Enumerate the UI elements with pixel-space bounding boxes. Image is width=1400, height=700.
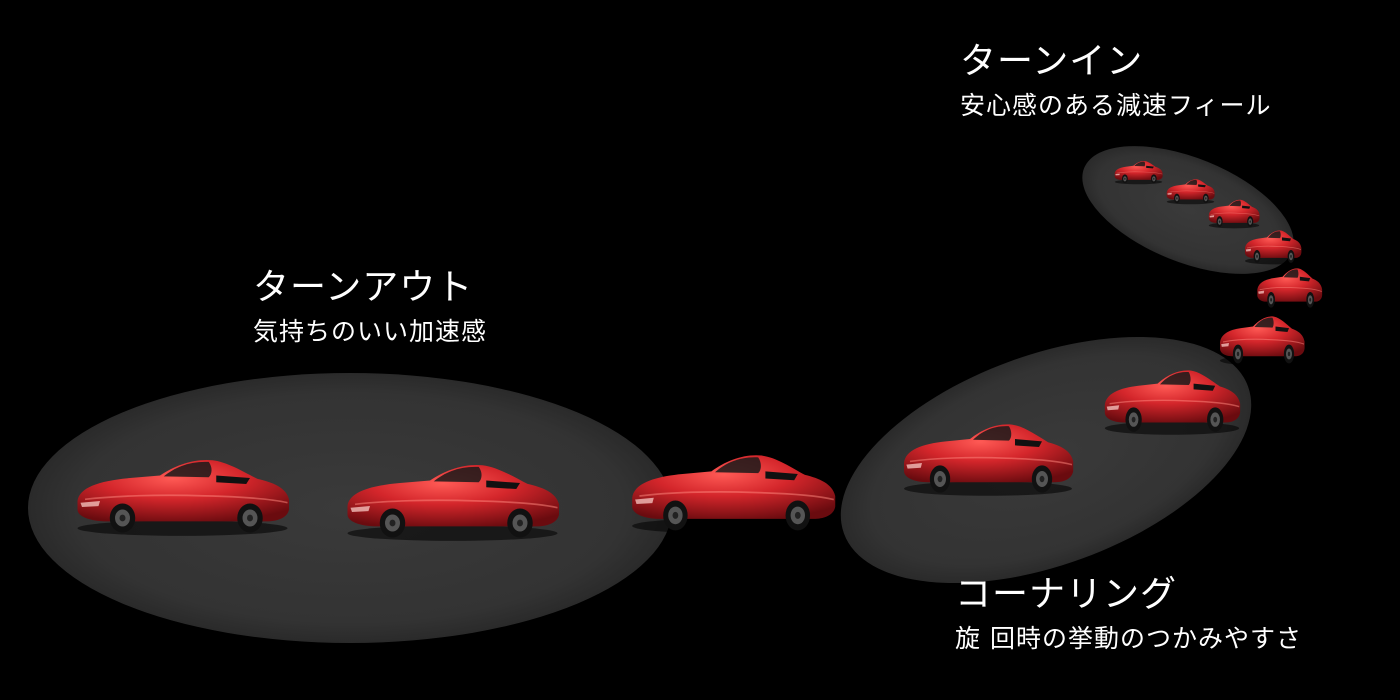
turn-in-subtitle: 安心感のある減速フィール (960, 90, 1272, 120)
car-turn-in-1 (1219, 315, 1306, 367)
turn-in-label: ターンイン 安心感のある減速フィール (960, 42, 1272, 123)
spotlight-turn-in (1082, 146, 1294, 274)
car-center (631, 454, 837, 535)
cornering-title: コーナリング (955, 574, 1178, 615)
cornering-label: コーナリング 旋 回時の挙動のつかみやすさ (955, 575, 1302, 656)
turn-out-subtitle: 気持ちのいい加速感 (253, 316, 488, 346)
turn-out-label: ターンアウト 気持ちのいい加速感 (253, 268, 487, 349)
cornering-subtitle: 旋 回時の挙動のつかみやすさ (955, 623, 1302, 653)
car-turn-in-2 (1256, 267, 1323, 310)
turn-out-title: ターンアウト (253, 267, 474, 308)
turn-in-title: ターンイン (960, 41, 1144, 82)
